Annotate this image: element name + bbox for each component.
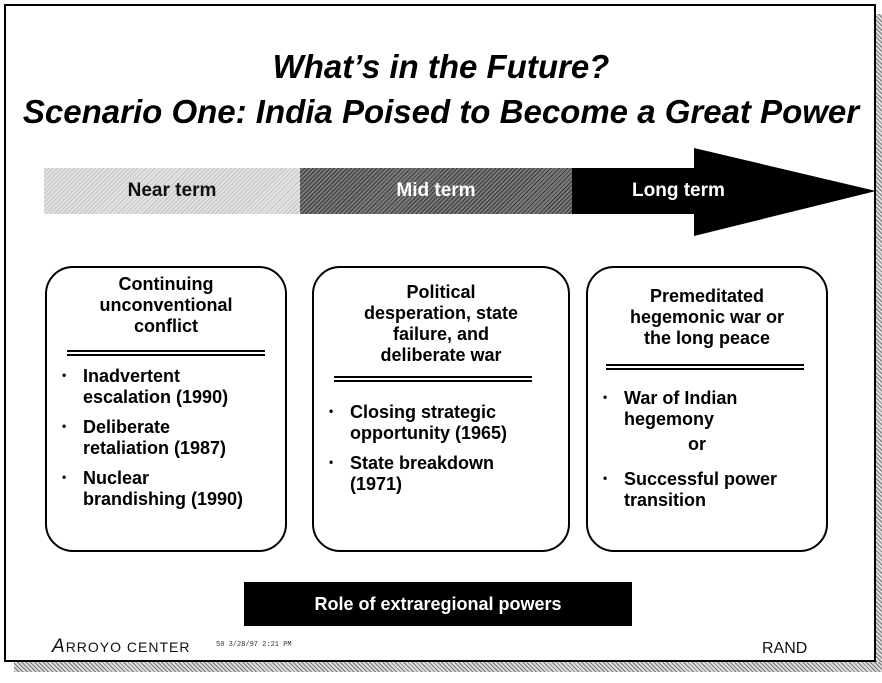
list-item: • State breakdown(1971): [329, 453, 495, 494]
scenario-heading: Premeditated hegemonic war or the long p…: [629, 286, 785, 348]
heading-divider: [606, 364, 804, 370]
heading-divider: [334, 376, 532, 382]
scenario-heading: Political desperation, state failure, an…: [363, 282, 519, 365]
slide-shadow-bottom: [14, 662, 882, 672]
bullet-icon: •: [603, 390, 608, 404]
slide-title: What’s in the Future?: [272, 48, 610, 85]
timeline-long-term: Long term: [632, 180, 725, 201]
bullet-icon: •: [62, 368, 67, 382]
bullet-icon: •: [62, 470, 67, 484]
or-connector: or: [688, 434, 706, 454]
scenario-box-long: Premeditated hegemonic war or the long p…: [586, 266, 828, 552]
timeline-near-term: Near term: [44, 168, 300, 214]
timeline-mid-term: Mid term: [300, 168, 572, 214]
scenario-box-near: Continuing unconventional conflict • Ina…: [45, 266, 287, 552]
timeline-arrow: Near term Mid term Long term: [44, 148, 876, 240]
rand-logo: RAND: [762, 640, 808, 657]
bullet-icon: •: [603, 471, 608, 485]
scenario-heading: Continuing unconventional conflict: [99, 274, 233, 336]
arrow-head-icon: [572, 148, 876, 236]
bullet-icon: •: [62, 419, 67, 433]
heading-divider: [67, 350, 265, 356]
slide-subtitle: Scenario One: India Poised to Become a G…: [22, 93, 860, 130]
role-of-extraregional-powers-bar: Role of extraregional powers: [244, 582, 632, 626]
bullet-icon: •: [329, 455, 334, 469]
arroyo-center-logo: ARROYO CENTER: [52, 636, 191, 657]
date-stamp: 50 3/28/97 2:21 PM: [216, 641, 292, 649]
bullet-icon: •: [329, 404, 334, 418]
scenario-box-mid: Political desperation, state failure, an…: [312, 266, 570, 552]
slide-shadow-right: [876, 14, 882, 670]
